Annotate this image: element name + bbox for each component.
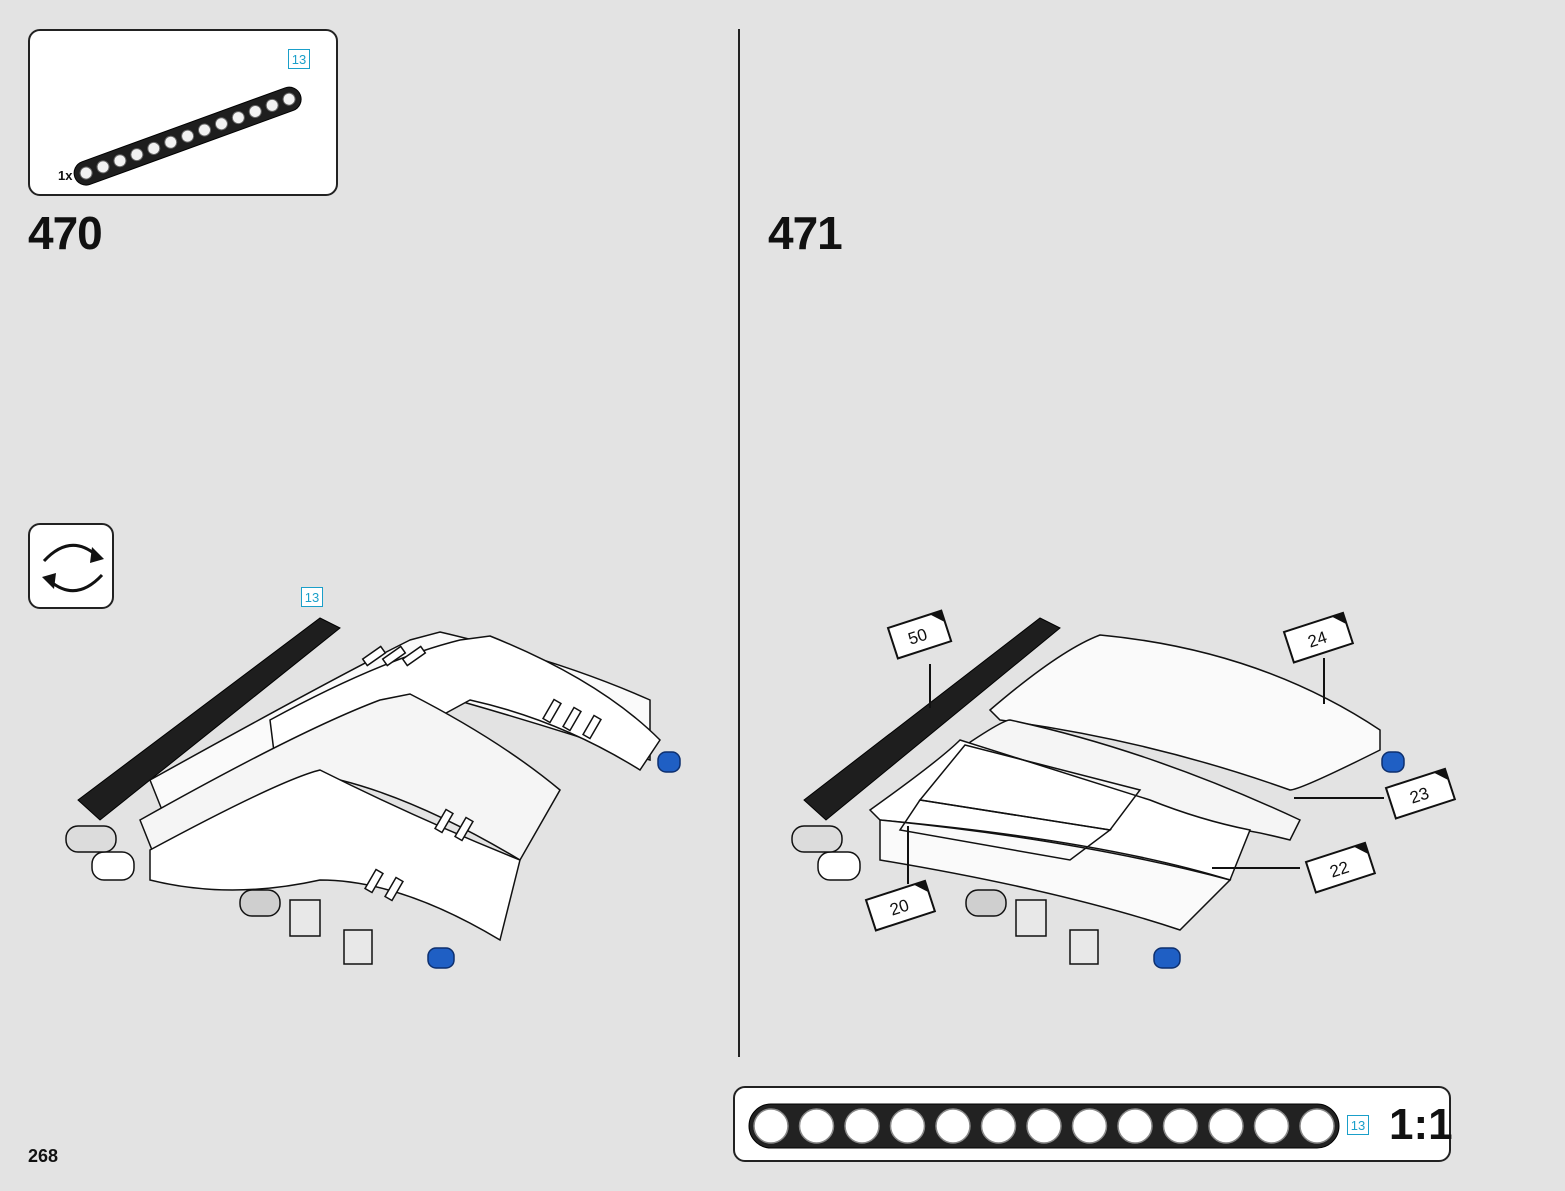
parts-callout: 13 1x	[28, 29, 338, 196]
scale-beam-hole	[798, 1108, 835, 1144]
scale-beam-hole	[1162, 1108, 1199, 1144]
scale-beam-hole	[1026, 1108, 1062, 1144]
length-tag: 13	[288, 49, 310, 69]
step-470-length-tag: 13	[301, 587, 323, 607]
step-divider	[738, 29, 740, 1057]
scale-beam-hole	[1117, 1108, 1153, 1144]
sticker-callout-23: 23	[1384, 767, 1457, 820]
page-number: 268	[28, 1146, 59, 1166]
scale-beam-hole	[935, 1108, 971, 1144]
scale-beam-hole	[980, 1108, 1017, 1144]
sticker-label-22: 22	[1327, 858, 1351, 882]
sticker-label-50: 50	[906, 625, 930, 649]
sticker-label-20: 20	[887, 896, 911, 920]
step-470-assembly-image	[65, 617, 681, 969]
sticker-callout-22: 22	[1304, 841, 1377, 894]
scale-beam-hole	[1071, 1108, 1108, 1144]
rotate-model-icon	[42, 543, 104, 593]
scale-beam-hole	[1299, 1108, 1335, 1144]
scale-beam-image	[748, 1103, 1340, 1149]
part-quantity: 1x	[58, 168, 73, 183]
scale-length-tag: 13	[1347, 1115, 1369, 1135]
liftarm-beam-image	[73, 86, 302, 186]
sticker-label-23: 23	[1407, 784, 1431, 808]
scale-beam-hole	[844, 1108, 880, 1144]
scale-beam-hole	[1208, 1108, 1244, 1144]
scale-beam-hole	[753, 1108, 789, 1144]
sticker-callout-20: 20	[864, 879, 937, 932]
sticker-callout-24: 24	[1282, 611, 1355, 664]
step-number-471: 471	[768, 207, 843, 259]
rotate-callout	[28, 523, 114, 609]
scale-beam-hole	[1253, 1108, 1290, 1144]
scale-label: 1:1	[1389, 1100, 1453, 1149]
scale-beam-hole	[889, 1108, 926, 1144]
sticker-label-24: 24	[1305, 628, 1329, 652]
step-number-470: 470	[28, 207, 103, 259]
sticker-callout-50: 50	[886, 609, 953, 660]
scale-reference: 13 1:1	[733, 1086, 1453, 1162]
